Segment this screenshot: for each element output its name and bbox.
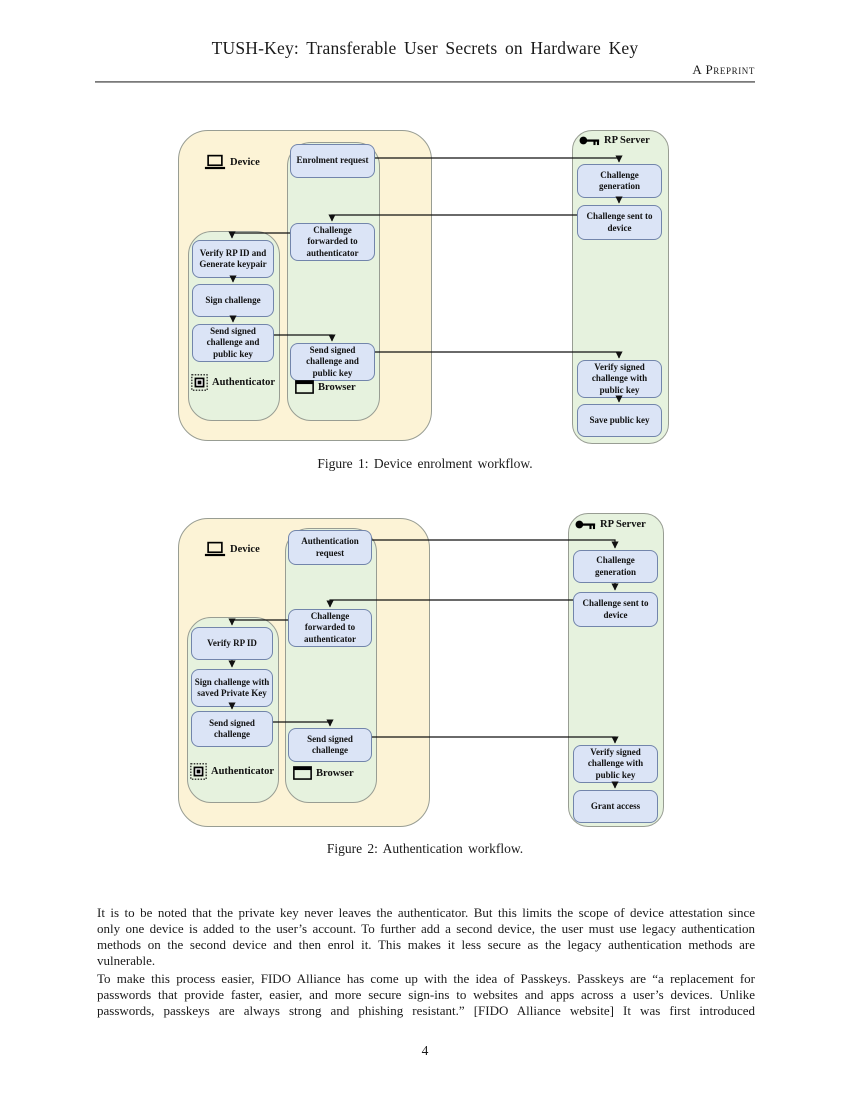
node-grant-access: Grant access [573,790,658,823]
figure-1-caption: Figure 1: Device enrolment workflow. [317,456,533,471]
authenticator-label: Authenticator [191,374,275,391]
node-authentication-request: Authentication request [288,530,372,565]
rp-server-label: RP Server [579,135,650,146]
laptop-icon [204,541,226,557]
figure-1-diagram: Device RP Server Enrolment request Chall… [175,128,675,448]
node-verify-signed: Verify signed challenge with public key [577,360,662,398]
node-challenge-generation: Challenge generation [577,164,662,198]
rp-server-label: RP Server [575,519,646,530]
node-challenge-generation: Challenge generation [573,550,658,583]
node-send-signed-auth: Send signed challenge [191,711,273,747]
node-sign-challenge: Sign challenge [192,284,274,317]
window-icon [295,380,314,394]
running-head: A Preprint [692,62,755,77]
node-sign-challenge-saved-key: Sign challenge with saved Private Key [191,669,273,707]
node-verify-rpid: Verify RP ID [191,627,273,660]
laptop-icon [204,154,226,170]
node-send-signed-auth: Send signed challenge and public key [192,324,274,362]
node-verify-rpid-generate: Verify RP ID and Generate keypair [192,240,274,278]
node-save-public-key: Save public key [577,404,662,437]
node-send-signed-browser: Send signed challenge and public key [290,343,375,381]
node-verify-signed: Verify signed challenge with public key [573,745,658,783]
figure-2-diagram: Device RP Server Authentication request … [175,510,675,830]
key-icon [575,520,596,530]
browser-label: Browser [295,380,356,394]
node-challenge-forwarded: Challenge forwarded to authenticator [290,223,375,261]
figure-2-caption: Figure 2: Authentication workflow. [326,841,524,856]
node-challenge-sent: Challenge sent to device [573,592,658,627]
window-icon [293,766,312,780]
node-challenge-sent: Challenge sent to device [577,205,662,240]
page-number: 4 [421,1043,429,1058]
browser-label: Browser [293,766,354,780]
node-send-signed-browser: Send signed challenge [288,728,372,762]
key-icon [579,136,600,146]
authenticator-label: Authenticator [190,763,274,780]
header-rule [95,81,755,83]
chip-icon [191,374,208,391]
node-challenge-forwarded: Challenge forwarded to authenticator [288,609,372,647]
node-enrolment-request: Enrolment request [290,144,375,178]
paper-title: TUSH-Key: Transferable User Secrets on H… [211,38,639,58]
body-paragraph-1: It is to be noted that the private key n… [97,905,755,969]
device-label: Device [204,541,260,558]
device-label: Device [204,154,260,171]
chip-icon [190,763,207,780]
body-paragraph-2: To make this process easier, FIDO Allian… [97,971,755,1019]
